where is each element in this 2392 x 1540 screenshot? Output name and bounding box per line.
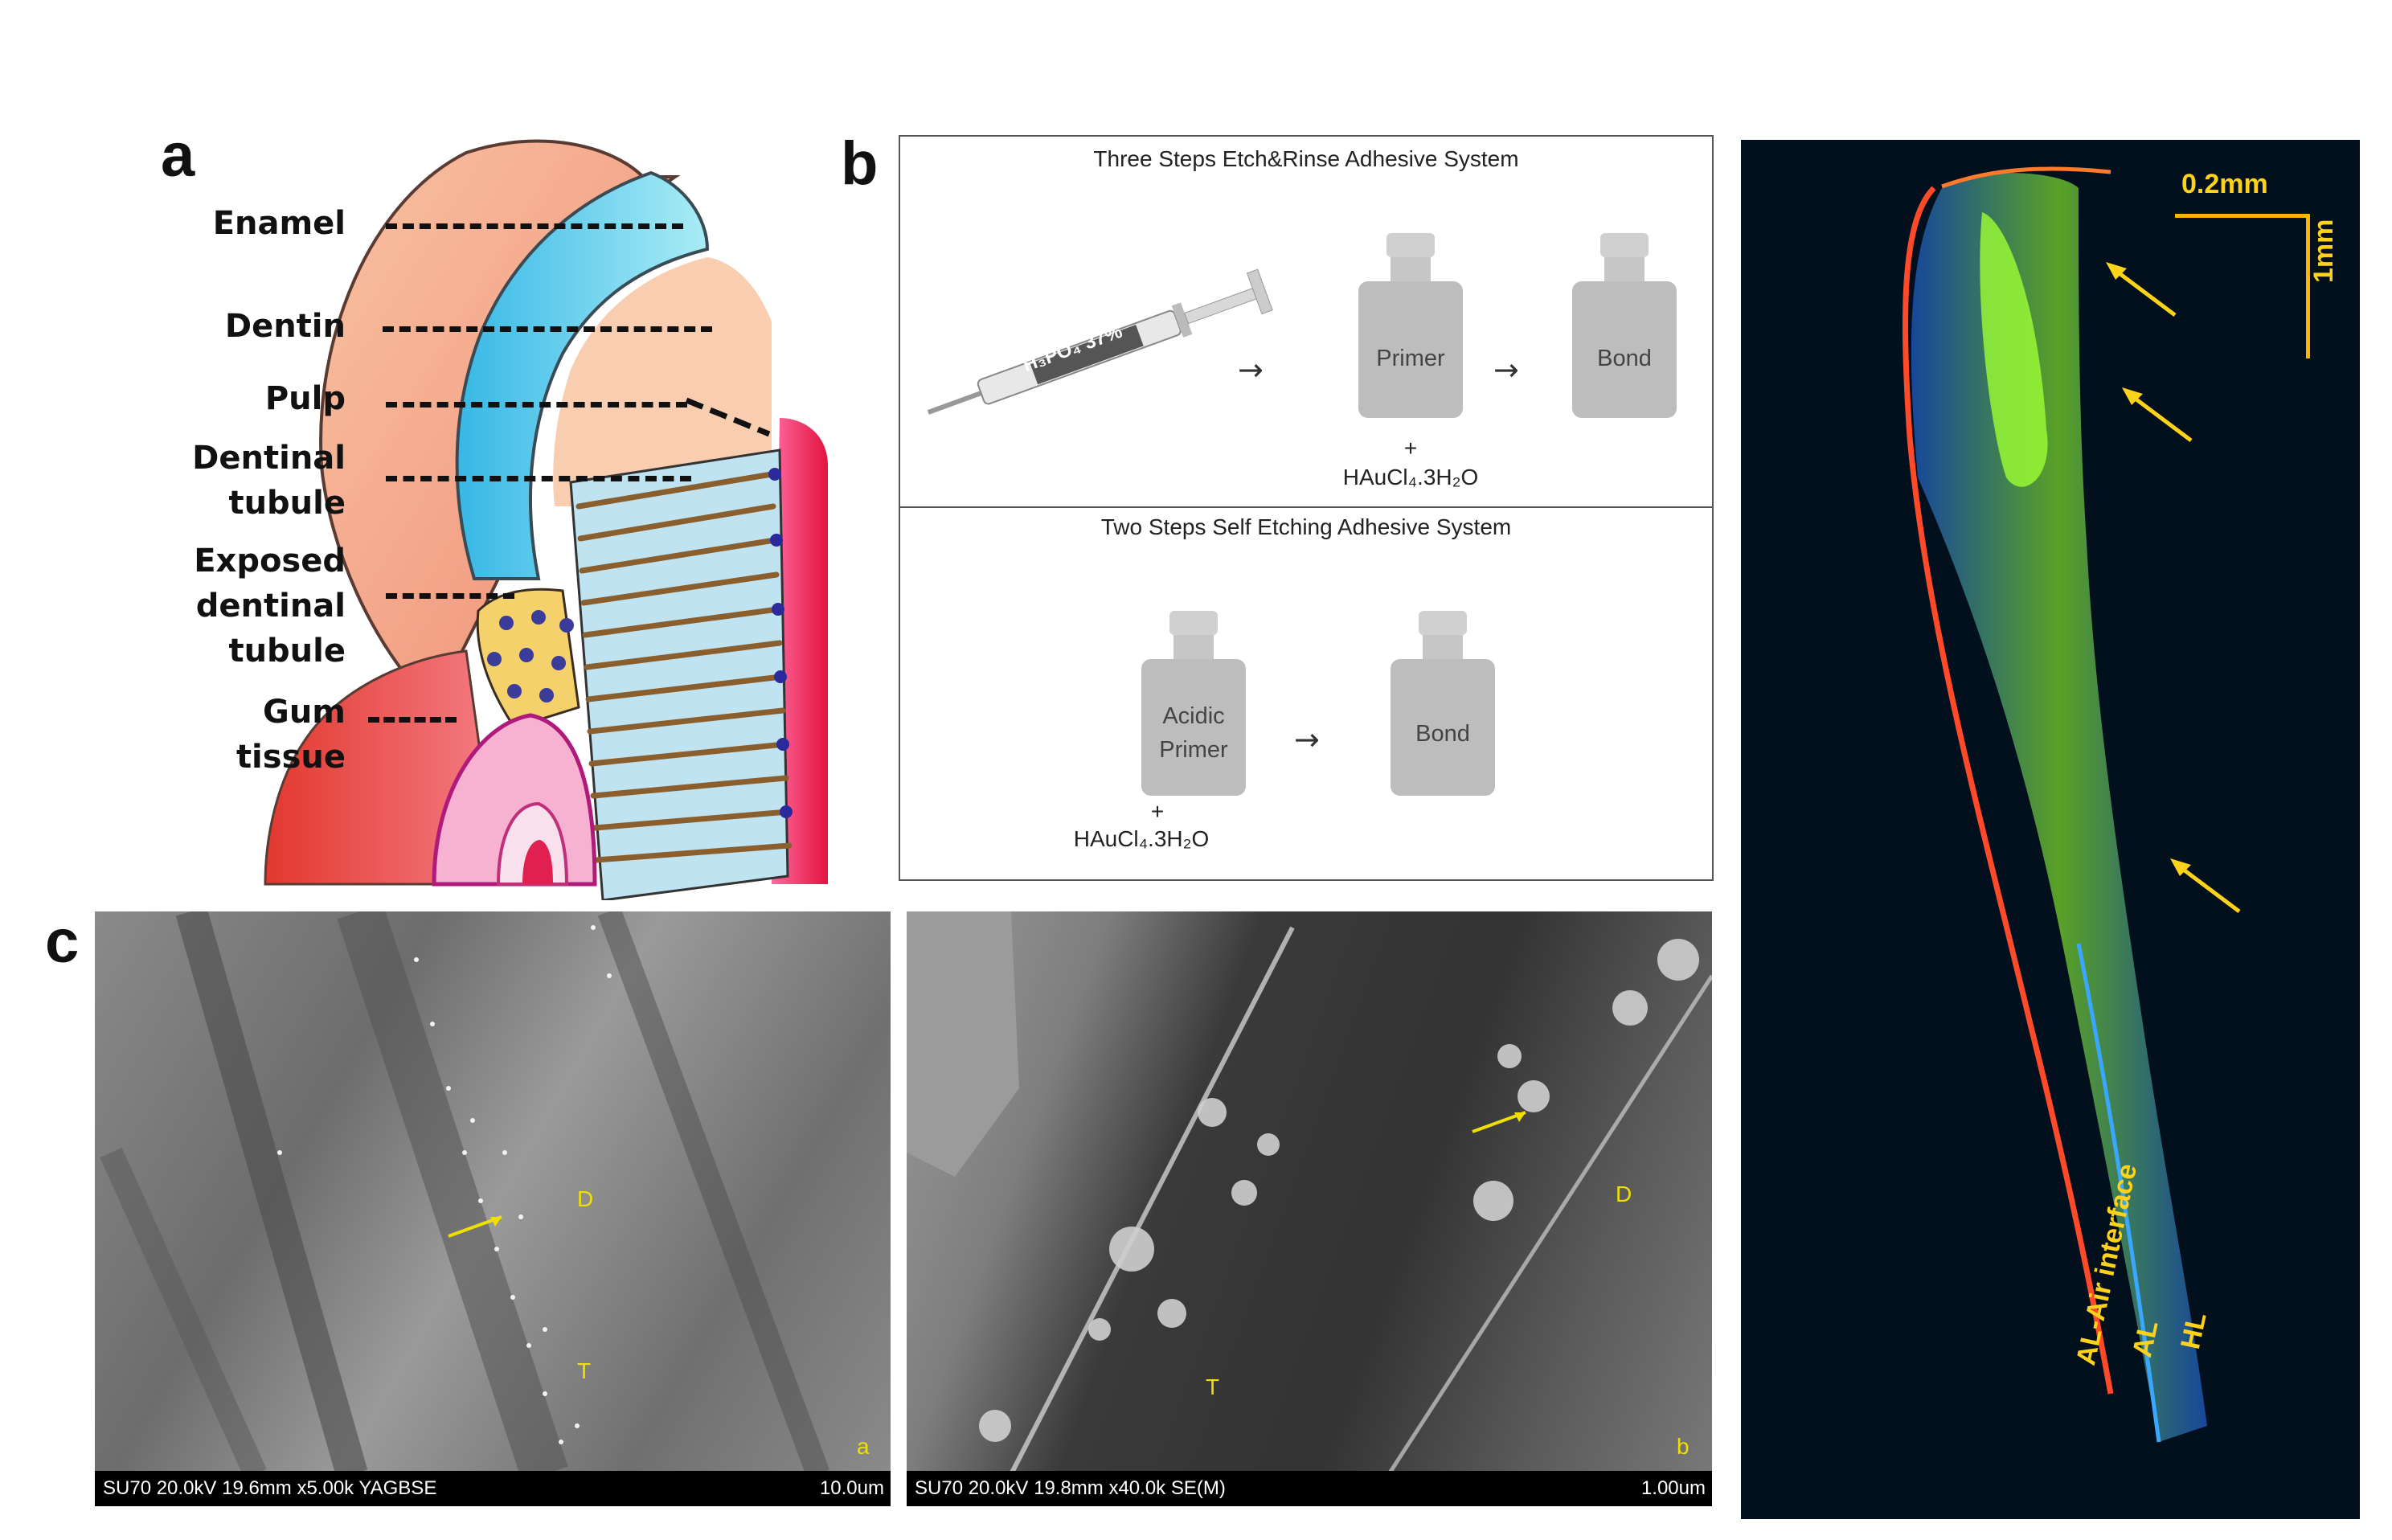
panel-b: Three Steps Etch&Rinse Adhesive System H…	[899, 135, 1714, 881]
sem-right-scale: 1.00um	[1640, 1477, 1706, 1499]
label-dentinal-tubule: Dentinal tubule	[192, 440, 346, 522]
label-enamel: Enamel	[212, 205, 346, 242]
arrow-1: →	[1238, 352, 1264, 387]
sem-right-info: SU70 20.0kV 19.8mm x40.0k SE(M)	[915, 1477, 1226, 1499]
leader-exposed-tubule	[386, 593, 514, 599]
bond-bottle-top	[1572, 233, 1677, 418]
panel-a: Enamel Dentin Pulp Dentinal tubule Expos…	[192, 129, 852, 900]
sem-image-right: D T b SU70 20.0kV 19.8mm x40.0k SE(M) 1.…	[907, 911, 1712, 1506]
oct-arrow-icon-2	[2122, 387, 2193, 442]
leader-enamel	[386, 223, 683, 229]
sem-left-scale: 10.0um	[819, 1477, 884, 1499]
oct-arrow-icon-1	[2106, 262, 2177, 317]
label-gum-tissue: Gum tissue	[236, 694, 346, 776]
sem-left-corner: a	[857, 1434, 870, 1459]
primer-bottle	[1358, 233, 1463, 418]
sem-right-info-bar: SU70 20.0kV 19.8mm x40.0k SE(M) 1.00um	[907, 1471, 1712, 1506]
oct-signal	[1902, 166, 2207, 1443]
syringe-illustration	[927, 268, 1273, 415]
sem-left-arrow-icon	[448, 1215, 502, 1238]
acidic-primer-bottle	[1141, 611, 1246, 796]
sem-right-label-d: D	[1616, 1182, 1632, 1206]
panel-label-b: b	[841, 129, 879, 198]
three-step-title: Three Steps Etch&Rinse Adhesive System	[1093, 146, 1519, 171]
label-exposed-dentinal-tubule: Exposed dentinal tubule	[194, 543, 346, 670]
leader-dentin	[383, 326, 712, 332]
sem-right-texture	[907, 911, 1712, 1474]
sem-left-label-t: T	[577, 1358, 592, 1383]
sem-left-info: SU70 20.0kV 19.6mm x5.00k YAGBSE	[103, 1477, 437, 1499]
sem-right-arrow-icon	[1472, 1111, 1526, 1133]
arrow-2: →	[1493, 352, 1519, 387]
pulp-layer	[553, 257, 772, 506]
panel-b-divider	[900, 506, 1712, 508]
tooth-illustration	[264, 139, 828, 900]
bottom-chemical: HAuCl₄.3H₂O	[1073, 826, 1210, 851]
panel-label-a: a	[161, 121, 195, 190]
two-step-section: Two Steps Self Etching Adhesive System A…	[900, 506, 1712, 881]
panel-label-c: c	[45, 907, 80, 976]
sem-left-info-bar: SU70 20.0kV 19.6mm x5.00k YAGBSE 10.0um	[95, 1471, 891, 1506]
primer-label: Primer	[1376, 346, 1445, 371]
scale-label-x: 0.2mm	[2181, 169, 2268, 199]
two-step-title: Two Steps Self Etching Adhesive System	[1100, 514, 1512, 539]
bottom-plus: +	[1150, 799, 1165, 824]
top-chemical: HAuCl₄.3H₂O	[1342, 465, 1479, 489]
sem-image-left: D T a SU70 20.0kV 19.6mm x5.00k YAGBSE 1…	[95, 911, 891, 1506]
sem-left-label-d: D	[577, 1186, 594, 1211]
scale-bar-vertical	[2306, 214, 2310, 358]
sem-right-corner: b	[1677, 1434, 1690, 1459]
bond-label-bottom: Bond	[1415, 721, 1470, 747]
sem-right-label-t: T	[1206, 1374, 1220, 1399]
oct-arrow-icon-3	[2170, 858, 2241, 913]
label-pulp: Pulp	[264, 380, 346, 417]
arrow-3: →	[1294, 722, 1320, 757]
scale-bar-horizontal	[2175, 214, 2310, 218]
top-plus: +	[1403, 436, 1418, 461]
oct-image: 0.2mm 1mm AL-Air interface AL HL	[1741, 140, 2360, 1519]
leader-pulp	[386, 402, 687, 408]
leader-dentinal-tubule	[386, 476, 691, 481]
bond-label-top: Bond	[1597, 346, 1652, 371]
tubule-root	[569, 448, 789, 900]
label-dentin: Dentin	[224, 308, 346, 345]
three-step-section: Three Steps Etch&Rinse Adhesive System H…	[900, 137, 1712, 506]
sem-left-texture	[100, 911, 830, 1474]
bond-bottle-bottom	[1391, 611, 1495, 796]
acidic-primer-label: Acidic Primer	[1159, 703, 1228, 763]
scale-label-y: 1mm	[2308, 219, 2339, 283]
leader-pulp-diagonal	[685, 397, 771, 437]
leader-gum-tissue	[368, 717, 457, 723]
